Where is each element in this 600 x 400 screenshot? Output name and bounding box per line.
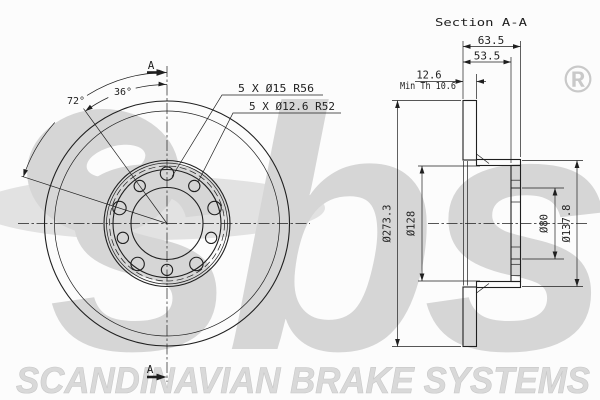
dim-hat-outer-diameter: Ø137.8 bbox=[561, 205, 573, 243]
section-view: Section A-A bbox=[382, 16, 588, 348]
dim-total-height: 63.5 bbox=[478, 34, 505, 47]
dim-min-thickness: Min Th 10.6 bbox=[400, 81, 456, 92]
large-holes-callout: 5 X Ø15 R56 bbox=[238, 82, 314, 95]
small-holes-callout: 5 X Ø12.6 R52 bbox=[249, 100, 335, 113]
dim-disc-thickness: 12.6 bbox=[416, 70, 441, 82]
watermark: sbs ® SCANDINAVIAN BRAKE SYSTEMS bbox=[0, 38, 600, 400]
dim-hat-inner-diameter: Ø128 bbox=[406, 211, 418, 236]
sbs-logo-watermark: sbs bbox=[48, 38, 600, 400]
hole-callouts: 5 X Ø15 R56 5 X Ø12.6 R52 bbox=[171, 82, 341, 183]
dimension-labels: 63.5 53.5 12.6 Min Th 10.6 Ø273.3 Ø128 Ø… bbox=[382, 34, 574, 242]
front-view: 36° 72° 5 X Ø15 R56 5 X Ø12.6 R52 A A bbox=[18, 59, 341, 382]
dim-center-bore-diameter: Ø80 bbox=[539, 214, 551, 233]
section-title: Section A-A bbox=[435, 16, 527, 29]
section-outline bbox=[463, 153, 522, 294]
angle-36-label: 36° bbox=[114, 87, 132, 98]
dim-outer-diameter: Ø273.3 bbox=[382, 205, 394, 243]
section-marker-bottom-label: A bbox=[147, 363, 154, 376]
centerlines bbox=[18, 66, 310, 382]
dim-inner-height: 53.5 bbox=[474, 50, 501, 63]
dimension-lines bbox=[392, 41, 583, 347]
swoosh-blob-hole bbox=[86, 144, 146, 178]
banner-watermark: SCANDINAVIAN BRAKE SYSTEMS bbox=[16, 360, 590, 400]
section-marker-top-label: A bbox=[148, 59, 155, 72]
hatched-cut-areas bbox=[462, 99, 522, 348]
angle-72-label: 72° bbox=[67, 96, 85, 107]
section-cut-markers: A A bbox=[147, 59, 167, 381]
registered-trademark-icon: ® bbox=[564, 59, 592, 101]
